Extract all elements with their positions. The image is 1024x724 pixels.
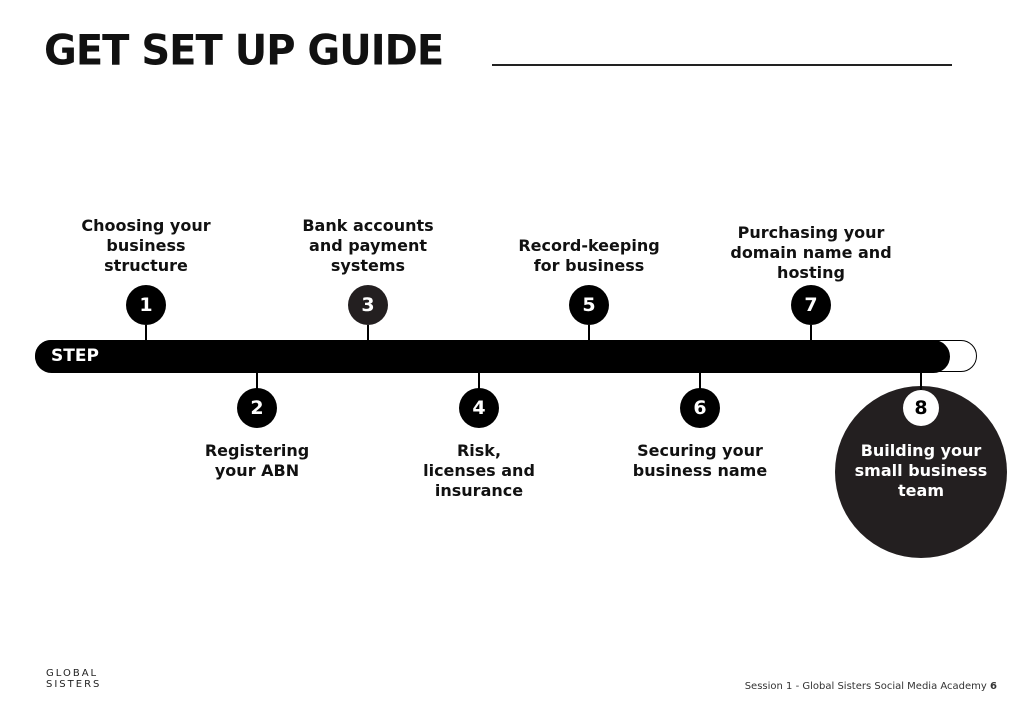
title-divider (492, 64, 952, 66)
step-number-8: 8 (903, 390, 939, 426)
step-label-4: Risk, licenses and insurance (423, 441, 535, 500)
step-connector (920, 372, 922, 390)
step-number-4: 4 (459, 388, 499, 428)
step-label-5: Record-keeping for business (518, 236, 660, 275)
page-title: GET SET UP GUIDE (44, 26, 444, 76)
step-number-7: 7 (791, 285, 831, 325)
step-connector (145, 325, 147, 341)
step-label-3: Bank accounts and payment systems (302, 216, 434, 275)
step-connector (699, 372, 701, 390)
step-connector (588, 325, 590, 341)
logo-line1: GLOBAL (46, 668, 99, 679)
step-label-2: Registering your ABN (204, 441, 310, 480)
timeline-fill (35, 340, 950, 373)
footer-text: Session 1 - Global Sisters Social Media … (744, 681, 987, 692)
step-number-3: 3 (348, 285, 388, 325)
step-connector (810, 325, 812, 341)
step-connector (478, 372, 480, 390)
step-label-8: Building your small business team (854, 441, 988, 500)
step-label-6: Securing your business name (632, 441, 768, 480)
step-connector (367, 325, 369, 341)
step-number-5: 5 (569, 285, 609, 325)
step-label-7: Purchasing your domain name and hosting (730, 223, 892, 282)
step-label-1: Choosing your business structure (81, 216, 211, 275)
step-number-1: 1 (126, 285, 166, 325)
step-number-6: 6 (680, 388, 720, 428)
timeline-label: STEP (51, 346, 99, 366)
step-connector (256, 372, 258, 390)
footer: Session 1 - Global Sisters Social Media … (745, 681, 997, 692)
page-number: 6 (990, 681, 997, 692)
step-number-2: 2 (237, 388, 277, 428)
logo-line2: SISTERS (46, 679, 102, 690)
